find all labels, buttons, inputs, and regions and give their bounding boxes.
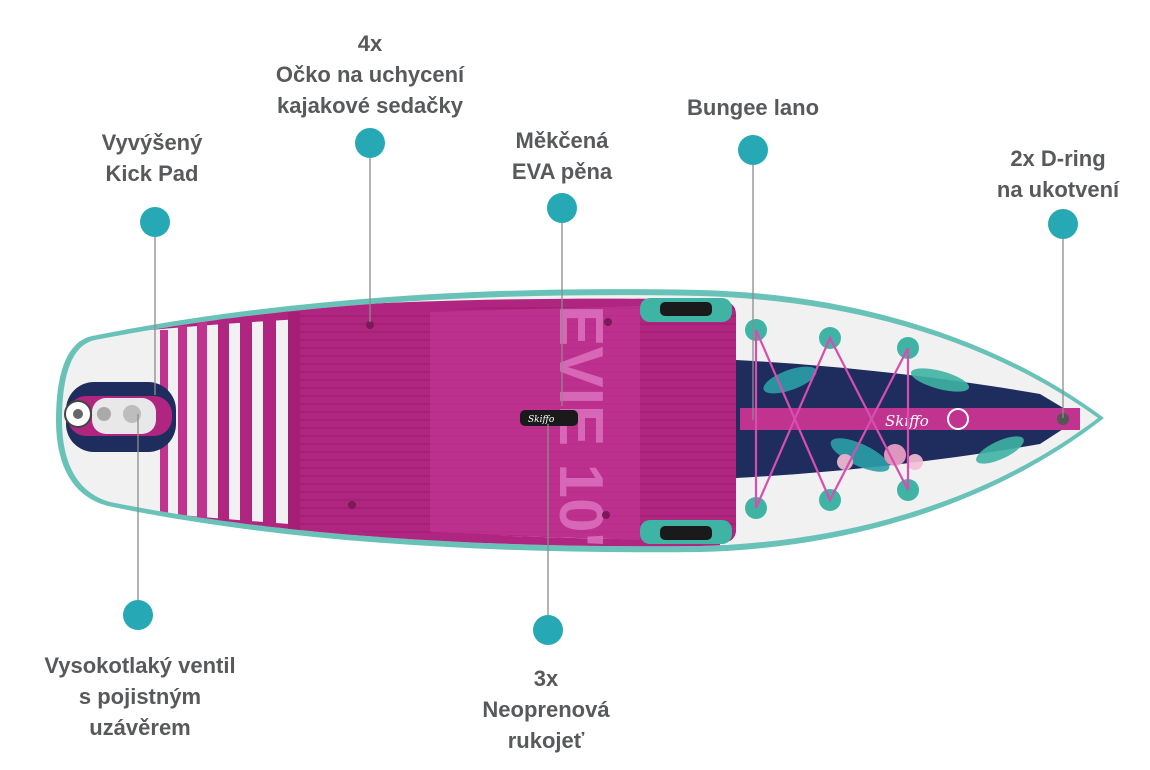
dot-valve xyxy=(123,600,153,630)
callout-line: 2x D-ring xyxy=(1010,146,1106,171)
callout-line: kajakové sedačky xyxy=(277,93,463,118)
kayak-seat-rings xyxy=(348,318,612,519)
callout-kayak-seat-rings: 4x Očko na uchycení kajakové sedačky xyxy=(276,28,464,121)
callout-line: Měkčená xyxy=(515,128,609,153)
deck-print-text: EVIE 10'4" xyxy=(546,305,615,611)
callout-line: uzávěrem xyxy=(89,715,191,740)
callout-line: Kick Pad xyxy=(105,161,199,186)
dot-d-ring xyxy=(1048,209,1078,239)
callout-line: EVA pěna xyxy=(511,159,613,184)
callout-line: 3x xyxy=(533,666,559,691)
handle-icon: Skiffo xyxy=(520,298,732,544)
dot-seat-rings xyxy=(355,128,385,158)
leader-lines xyxy=(137,143,1064,630)
callout-eva-foam: Měkčená EVA pěna xyxy=(512,125,612,187)
nose-center-stripe xyxy=(740,408,1080,430)
callout-line: na ukotvení xyxy=(996,177,1120,202)
callout-valve: Vysokotlaký ventil s pojistným uzávěrem xyxy=(44,650,235,743)
callout-line: 4x xyxy=(357,31,383,56)
callout-d-ring: 2x D-ring na ukotvení xyxy=(997,143,1119,205)
bungee-cord-icon xyxy=(754,329,910,509)
dot-handles xyxy=(533,615,563,645)
dot-eva-foam xyxy=(547,193,577,223)
callout-line: Vyvýšený xyxy=(101,130,203,155)
callout-line: Vysokotlaký ventil xyxy=(44,653,236,678)
callout-bungee: Bungee lano xyxy=(687,92,819,123)
callout-line: Bungee lano xyxy=(686,95,820,120)
valve-icon xyxy=(64,400,141,428)
callout-line: rukojeť xyxy=(507,728,585,753)
dot-bungee xyxy=(738,135,768,165)
d-ring-icon xyxy=(1057,413,1069,425)
callout-handles: 3x Neoprenová rukojeť xyxy=(482,663,609,756)
callout-dots xyxy=(123,128,1078,645)
callout-line: Neoprenová xyxy=(482,697,610,722)
svg-text:Skiffo: Skiffo xyxy=(528,415,555,425)
dot-kick-pad xyxy=(140,207,170,237)
leaf-pattern-icon xyxy=(763,366,1024,472)
callout-line: Očko na uchycení xyxy=(275,62,465,87)
brand-logo-icon xyxy=(947,408,969,430)
callout-kick-pad: Vyvýšený Kick Pad xyxy=(102,127,203,189)
callout-line: s pojistným xyxy=(78,684,202,709)
